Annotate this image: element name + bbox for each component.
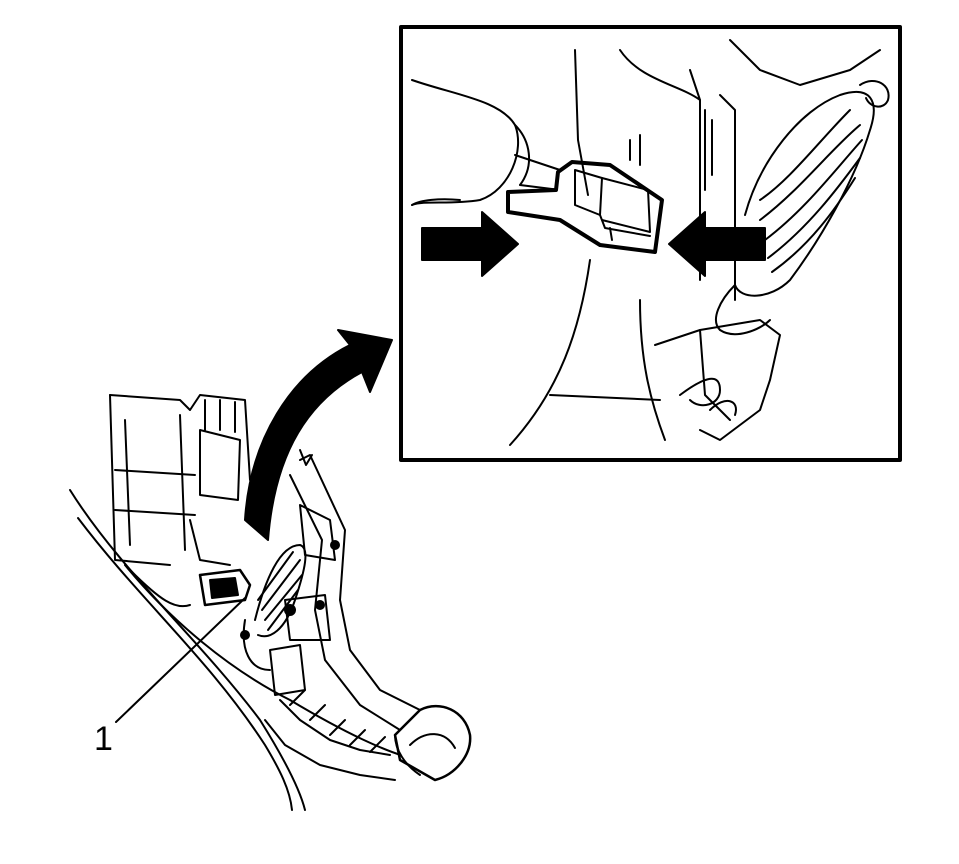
inset-pedal-arm-cylinder: [412, 80, 518, 205]
inset-return-spring: [716, 81, 889, 334]
push-arrow-left: [422, 212, 518, 276]
push-arrow-right: [669, 212, 765, 276]
callout-label-1: 1: [94, 720, 113, 758]
inset-sensor-connector: [508, 162, 662, 252]
accelerator-pedal-position-sensor-connector: [200, 570, 250, 605]
zoom-curved-arrow: [245, 330, 392, 540]
pedal-assembly: [70, 395, 470, 810]
accelerator-pedal-arm: [244, 455, 470, 780]
callout-leader-line-1: [116, 598, 245, 722]
detail-inset: [401, 27, 900, 460]
pedal-return-spring: [255, 545, 305, 636]
